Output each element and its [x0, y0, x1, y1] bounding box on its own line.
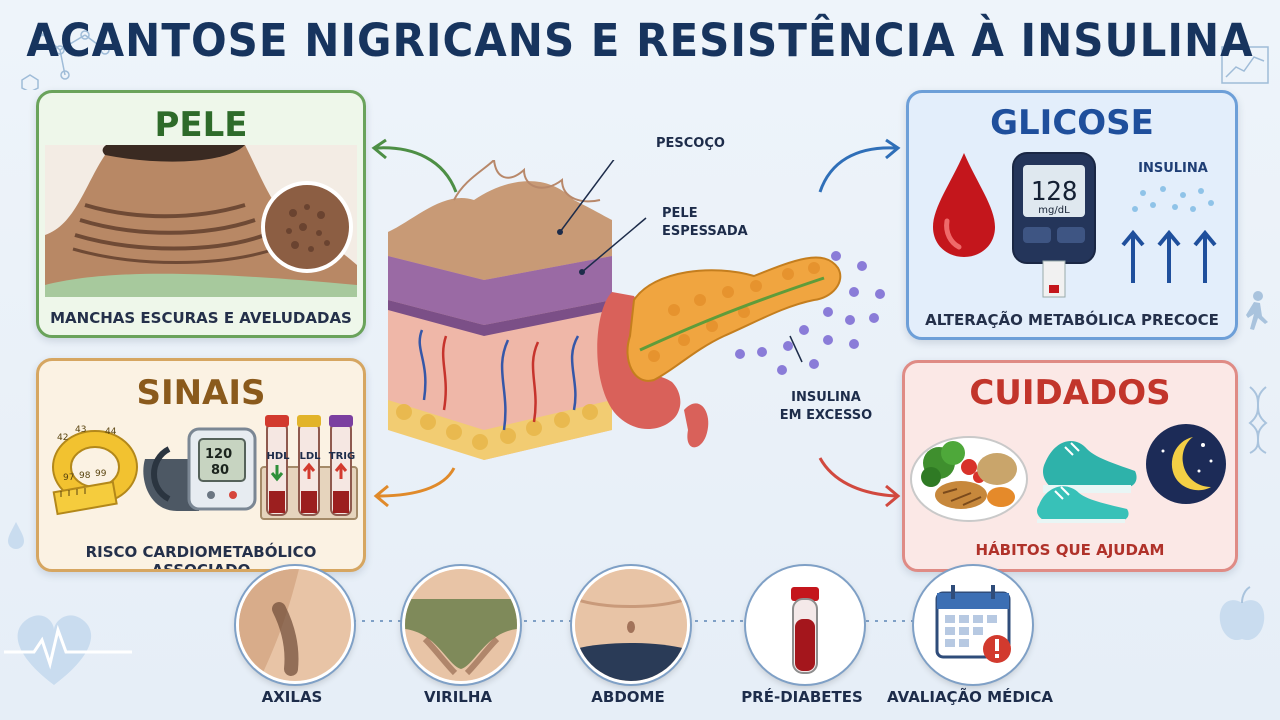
cuidados-caption: HÁBITOS QUE AJUDAM: [975, 541, 1165, 559]
bp-diastolic: 80: [211, 463, 230, 478]
insulin-label-line2: EM EXCESSO: [779, 408, 873, 423]
avaliacao-medica-label: AVALIAÇÃO MÉDICA: [887, 688, 1053, 706]
glucose-meter-icon: [1012, 152, 1096, 298]
sneakers-icon: [1037, 440, 1137, 523]
abdome-image: [572, 566, 690, 684]
tape-number: 44: [105, 427, 117, 437]
cuidados-title: CUIDADOS: [969, 373, 1171, 413]
insulin-label-line1: INSULINA: [791, 390, 861, 405]
tube-label-ldl: LDL: [299, 451, 321, 462]
skin-label-line1: PELE: [662, 206, 698, 221]
glucose-meter-value: 128: [1030, 177, 1078, 207]
glicose-card: GLICOSE 128 mg/dL INSULINA ALTERAÇÃO MET…: [906, 90, 1238, 340]
blood-drop-icon: [933, 153, 995, 257]
sinais-caption: RISCO CARDIOMETABÓLICO ASSOCIADO: [85, 543, 317, 572]
glicose-title: GLICOSE: [990, 103, 1154, 143]
page-title: ACANTOSE NIGRICANS E RESISTÊNCIA À INSUL…: [26, 14, 1254, 67]
tube-label-trig: TRIG: [328, 451, 356, 462]
test-tube-rack-icon: [260, 415, 358, 520]
measuring-tape-icon: [52, 430, 138, 516]
sinais-card: SINAIS 97 98 99 42 43 44 120 80 HDL LDL: [36, 358, 366, 572]
bp-systolic: 120: [205, 447, 233, 462]
arrow-to-cuidados: [818, 457, 901, 508]
insulin-increase-icon: [1121, 186, 1217, 283]
runner-icon: [1246, 291, 1268, 330]
tape-number: 42: [57, 433, 69, 443]
tube-label-hdl: HDL: [266, 451, 290, 462]
skin-label-line2: ESPESSADA: [662, 224, 748, 239]
virilha-image: [402, 566, 520, 684]
neck-skin-illustration: [45, 145, 357, 297]
blood-pressure-monitor-icon: [143, 427, 257, 511]
skin-pancreas-illustration: [388, 160, 885, 460]
heartbeat-icon: [4, 615, 132, 685]
tape-number: 98: [79, 471, 91, 481]
avaliacao-medica-image: [914, 566, 1032, 684]
apple-icon: [1219, 586, 1265, 641]
molecule-icon: [21, 27, 110, 90]
dna-icon: [1248, 386, 1268, 454]
axilas-label: AXILAS: [261, 688, 323, 706]
glicose-caption: ALTERAÇÃO METABÓLICA PRECOCE: [925, 311, 1219, 329]
tape-number: 99: [95, 469, 107, 479]
pele-caption: MANCHAS ESCURAS E AVELUDADAS: [50, 309, 352, 327]
glucose-meter-unit: mg/dL: [1038, 205, 1070, 216]
cuidados-card: CUIDADOS HÁBITOS QUE AJUDAM: [902, 360, 1238, 572]
pre-diabetes-label: PRÉ-DIABETES: [741, 688, 863, 706]
insulina-label: INSULINA: [1138, 161, 1208, 176]
virilha-label: VIRILHA: [423, 688, 493, 706]
tape-number: 97: [63, 473, 75, 483]
axilas-image: [236, 566, 354, 684]
neck-label: PESCOÇO: [656, 136, 725, 151]
chart-icon: [1221, 46, 1269, 84]
moon-night-icon: [1146, 424, 1226, 504]
water-drop-icon: [8, 522, 24, 549]
abdome-label: ABDOME: [591, 688, 665, 706]
arrow-to-glicose: [818, 138, 901, 193]
arrow-to-sinais: [373, 467, 456, 508]
arrow-to-pele: [371, 138, 458, 193]
pre-diabetes-image: [746, 566, 864, 684]
healthy-food-plate-icon: [910, 436, 1028, 522]
pele-card: PELE MANCHAS ESCURAS E AVELUDADAS: [36, 90, 366, 338]
pele-title: PELE: [154, 105, 248, 145]
tape-number: 43: [75, 425, 87, 435]
sinais-title: SINAIS: [136, 373, 266, 413]
